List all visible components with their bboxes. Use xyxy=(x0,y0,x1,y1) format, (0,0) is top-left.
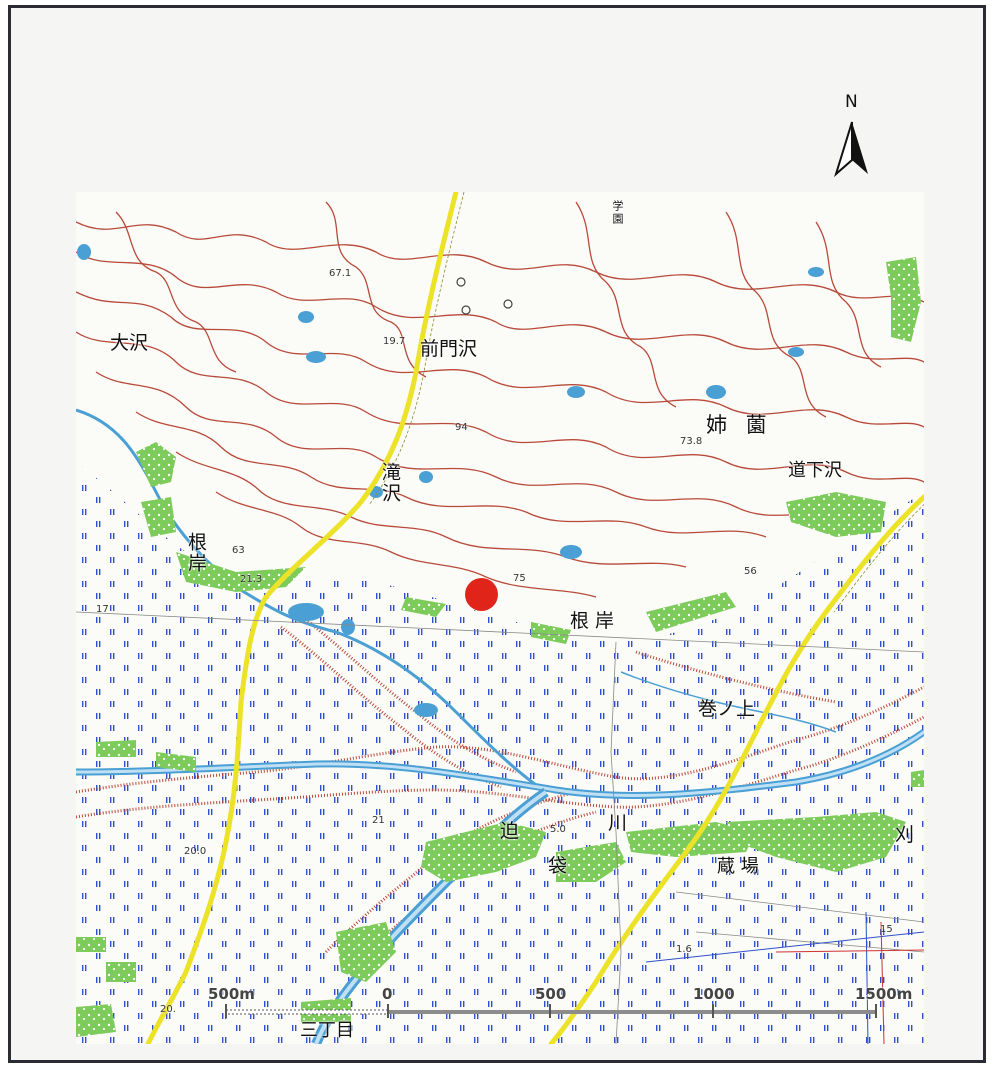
scale-label: 500 xyxy=(535,985,567,1003)
site-marker-icon[interactable] xyxy=(465,578,498,611)
label-fukuro: 袋 xyxy=(548,855,568,877)
elevation-label: 5.0 xyxy=(550,824,566,835)
elevation-label: 56 xyxy=(744,566,757,577)
blue-boundary xyxy=(645,911,924,1044)
elevation-label: 94 xyxy=(455,422,468,433)
elevation-label: 1.6 xyxy=(676,944,692,955)
label-kuraba: 蔵 場 xyxy=(717,856,759,877)
scale-label: 1500m xyxy=(855,985,913,1003)
label-osawa: 大沢 xyxy=(110,332,149,354)
label-kawa: 川 xyxy=(608,812,628,834)
label-makigami: 巻ノ上 xyxy=(698,698,756,720)
elevation-label: 15 xyxy=(880,924,893,935)
elevation-label: 73.8 xyxy=(680,436,703,447)
scale-label: 500m xyxy=(208,985,255,1003)
elevation-label: 19.7 xyxy=(383,336,406,347)
label-sanchome: 三丁目 xyxy=(300,1020,354,1041)
map-canvas xyxy=(76,192,924,1044)
label-takizawa: 滝沢 xyxy=(379,462,401,504)
label-sako: 迫 xyxy=(500,820,520,842)
label-anezono: 姉 薗 xyxy=(706,413,773,437)
label-negishi-west: 根岸 xyxy=(185,532,207,574)
elevation-label: 75 xyxy=(513,573,526,584)
scale-label: 1000 xyxy=(693,985,735,1003)
road-borders xyxy=(368,192,924,613)
red-boundary xyxy=(775,921,924,1044)
elevation-label: 67.1 xyxy=(329,268,352,279)
elevation-label: 63 xyxy=(232,545,245,556)
scale-bar xyxy=(225,1004,877,1018)
minor-lines xyxy=(76,611,924,1044)
label-kari: 刈 xyxy=(895,824,915,846)
hill-contours xyxy=(76,192,924,641)
label-gakuen: 学園 xyxy=(611,200,624,226)
forest-patches xyxy=(76,257,924,1037)
roads xyxy=(145,192,924,1044)
elevation-label: 17 xyxy=(96,604,109,615)
elevation-label: 21.3 xyxy=(240,574,263,585)
shrine-symbols xyxy=(456,277,513,315)
elevation-label: 20. xyxy=(160,1004,176,1015)
label-dogesawa: 道下沢 xyxy=(788,460,842,481)
scale-label: 0 xyxy=(382,985,393,1003)
north-arrow-icon xyxy=(834,121,868,178)
elevation-label: 20.0 xyxy=(184,846,207,857)
north-label: N xyxy=(845,92,858,112)
label-negishi-east: 根 岸 xyxy=(570,610,615,632)
topographic-map[interactable] xyxy=(76,192,924,1044)
label-zenmonzawa: 前門沢 xyxy=(420,338,478,360)
elevation-label: 21 xyxy=(372,815,385,826)
